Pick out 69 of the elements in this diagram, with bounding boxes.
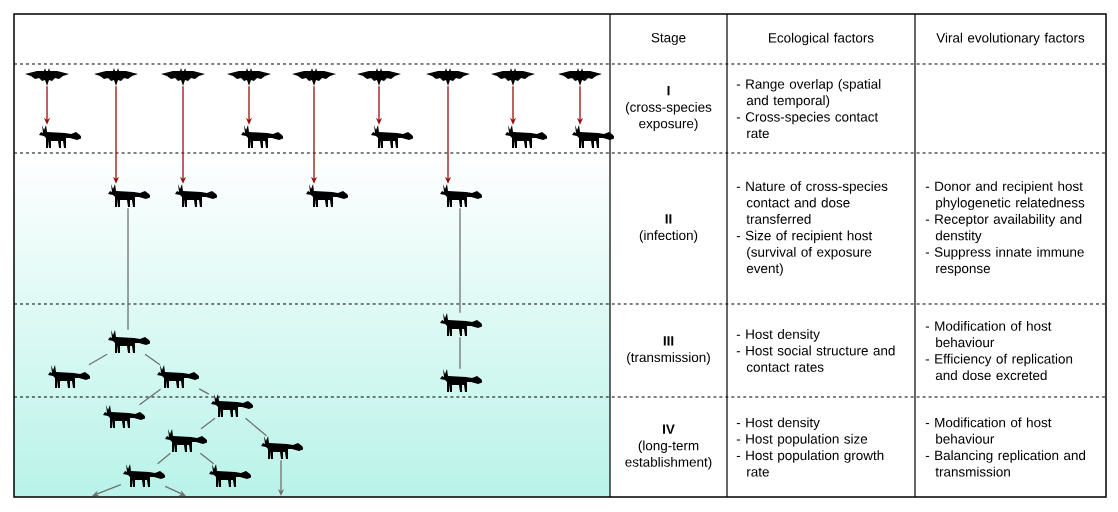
- stage-numeral: II: [665, 214, 672, 224]
- fox-drawing: [39, 125, 81, 148]
- fox-drawing: [572, 125, 614, 148]
- bat-drawing: [558, 68, 602, 86]
- bullet-item: - Modification of host behaviour: [925, 320, 1052, 348]
- connector-line: [127, 207, 129, 331]
- fox-drawing: [165, 429, 207, 452]
- bullet-item: - Nature of cross-species contact and dose transferred: [736, 181, 888, 224]
- connector-line: [459, 207, 461, 314]
- bullet-item: - Suppress innate immune response: [925, 246, 1084, 276]
- bullet-item: - Efficiency of replication and dose excreted: [925, 353, 1073, 381]
- fox-drawing: [306, 184, 348, 207]
- stage-name: (transmission): [627, 352, 710, 365]
- fox-drawing: [48, 365, 90, 388]
- bat-drawing: [161, 68, 205, 86]
- stage-name: (infection): [639, 230, 698, 243]
- column-header: Stage: [651, 32, 686, 46]
- fox-drawing: [371, 125, 413, 148]
- bullet-item: - Host density: [736, 329, 820, 342]
- connector-line: [459, 336, 461, 370]
- bullet-item: - Host population size: [736, 433, 868, 447]
- connector-line: [88, 353, 108, 366]
- column-header: Ecological factors: [769, 32, 874, 46]
- connector-line: [244, 417, 268, 437]
- stage-name: (cross-species exposure): [626, 102, 712, 131]
- bat-drawing: [94, 68, 138, 86]
- bat-drawing: [292, 68, 336, 86]
- bullet-item: - Host social structure and contact rates: [736, 345, 895, 372]
- fox-drawing: [440, 184, 482, 207]
- stage-numeral: III: [663, 336, 674, 346]
- bat-drawing: [491, 68, 535, 86]
- bat-drawing: [426, 68, 470, 86]
- fox-drawing: [108, 184, 150, 207]
- stage-numeral: I: [667, 86, 670, 96]
- bullet-item: - Donor and recipient host phylogenetic relatedness: [925, 181, 1085, 211]
- fox-drawing: [440, 369, 482, 392]
- fox-drawing: [103, 405, 145, 428]
- connector-line: [199, 452, 215, 465]
- fox-drawing: [157, 365, 199, 388]
- fox-drawing: [241, 125, 283, 148]
- column-header: Viral evolutionary factors: [936, 32, 1085, 46]
- fox-drawing: [505, 125, 547, 148]
- connector-line: [200, 417, 216, 430]
- bullet-item: - Range overlap (spatial and temporal): [736, 78, 881, 108]
- bullet-item: - Cross-species contact rate: [736, 111, 879, 139]
- stage-numeral: IV: [663, 424, 675, 434]
- bullet-item: - Receptor availability and denstity: [925, 214, 1082, 243]
- fox-drawing: [123, 464, 165, 487]
- fox-drawing: [211, 394, 253, 417]
- fox-drawing: [440, 313, 482, 336]
- connector-line: [198, 388, 210, 395]
- bullet-item: - Modification of host behaviour: [925, 417, 1052, 444]
- arrow: [164, 485, 186, 496]
- connector-line: [157, 452, 171, 465]
- fox-drawing: [108, 330, 150, 353]
- bat-drawing: [227, 68, 271, 86]
- fox-drawing: [209, 464, 251, 487]
- stage-name: (long-term establishment): [625, 440, 712, 470]
- fox-drawing: [175, 184, 217, 207]
- bullet-item: - Host population growth rate: [736, 450, 884, 477]
- fox-drawing: [261, 436, 303, 459]
- connector-line: [144, 353, 161, 366]
- bullet-item: - Size of recipient host (survival of exposure event): [736, 230, 873, 276]
- arrow: [92, 484, 122, 497]
- bat-drawing: [25, 68, 69, 86]
- bullet-item: - Host density: [736, 417, 820, 430]
- bullet-item: - Balancing replication and transmission: [925, 450, 1086, 477]
- connector-line: [138, 388, 162, 406]
- bat-drawing: [357, 68, 401, 86]
